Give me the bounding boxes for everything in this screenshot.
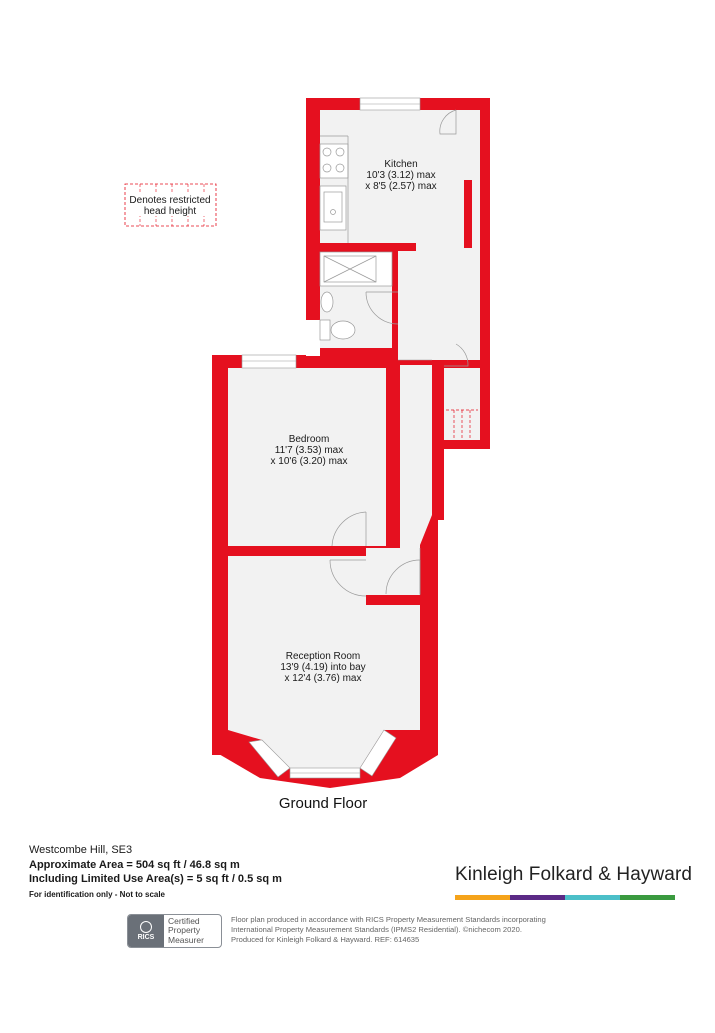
disclaimer-line-2: International Property Measurement Stand… xyxy=(231,925,522,934)
wash-basin xyxy=(320,291,334,313)
reception-dim1: 13'9 (4.19) into bay xyxy=(280,662,365,673)
interior-walls xyxy=(212,180,472,670)
bedroom-window xyxy=(241,354,297,369)
brand-bar-orange xyxy=(455,895,510,900)
rics-line-1: Certified xyxy=(168,915,200,926)
rics-line-3: Measurer xyxy=(168,934,204,945)
floor-title: Ground Floor xyxy=(279,795,367,812)
property-info: Westcombe Hill, SE3 Approximate Area = 5… xyxy=(29,843,282,901)
bedroom-name: Bedroom xyxy=(289,434,330,445)
legend-text-1: Denotes restricted xyxy=(129,195,210,206)
hall-upper xyxy=(398,246,480,360)
bay-window-left xyxy=(248,739,291,778)
scale-note: For identification only - Not to scale xyxy=(29,889,166,899)
hob-ring-icon xyxy=(322,147,332,157)
corridor-door-arc xyxy=(385,559,421,595)
approx-area: Approximate Area = 504 sq ft / 46.8 sq m xyxy=(29,858,240,871)
reception-name: Reception Room xyxy=(286,651,360,662)
brand-bar-teal xyxy=(565,895,620,900)
rics-certified-badge: RICS Certified Property Measurer xyxy=(127,914,222,948)
stairs xyxy=(446,409,478,440)
rics-logo-text: RICS xyxy=(137,934,155,941)
hob-ring-icon xyxy=(335,147,345,157)
hob-ring-icon xyxy=(322,163,332,173)
bay-window-right xyxy=(359,729,397,777)
disclaimer-line-1: Floor plan produced in accordance with R… xyxy=(231,915,546,924)
floor-plan: Denotes restricted head height xyxy=(124,97,490,812)
reception-door-arc xyxy=(329,559,367,597)
reception-dim2: x 12'4 (3.76) max xyxy=(285,673,362,684)
limited-use-area: Including Limited Use Area(s) = 5 sq ft … xyxy=(29,873,282,885)
reception-floor xyxy=(228,556,420,768)
toilet-bowl xyxy=(330,320,356,340)
rics-emblem-icon xyxy=(140,921,152,933)
property-address: Westcombe Hill, SE3 xyxy=(29,844,133,856)
brand-bar-purple xyxy=(510,895,565,900)
kitchen-name: Kitchen xyxy=(384,159,417,170)
bedroom-floor xyxy=(228,368,386,546)
disclaimer-line-3: Produced for Kinleigh Folkard & Hayward.… xyxy=(231,935,420,944)
sink-drain-icon xyxy=(330,209,336,215)
kitchen-cupboard-door xyxy=(439,109,457,135)
legend-dashed-box xyxy=(124,183,217,227)
disclaimer: Floor plan produced in accordance with R… xyxy=(231,915,576,945)
bedroom-dim2: x 10'6 (3.20) max xyxy=(271,456,348,467)
cupboard-floor xyxy=(444,368,480,440)
bathroom-door-arc xyxy=(365,291,399,325)
brand-name: Kinleigh Folkard & Hayward xyxy=(455,864,693,885)
cupboard-door-arc xyxy=(444,343,469,367)
restricted-height-legend: Denotes restricted head height xyxy=(124,183,217,227)
corridor-floor xyxy=(366,365,432,595)
brand-color-bar xyxy=(455,895,675,900)
hob-ring-icon xyxy=(335,163,345,173)
brand-bar-green xyxy=(620,895,675,900)
bathroom-fixtures xyxy=(319,251,393,341)
doors xyxy=(329,109,469,597)
bedroom-dim1: 11'7 (3.53) max xyxy=(275,445,343,456)
room-labels: Kitchen 10'3 (3.12) max x 8'5 (2.57) max… xyxy=(271,159,437,684)
windows xyxy=(241,97,421,779)
bedroom-door-arc xyxy=(331,511,367,547)
toilet-cistern xyxy=(319,319,331,341)
legend-text-2: head height xyxy=(144,206,196,217)
rics-logo: RICS xyxy=(128,915,164,947)
kitchen-dim2: x 8'5 (2.57) max xyxy=(365,181,436,192)
kitchen-fixtures xyxy=(319,135,349,243)
kitchen-dim1: 10'3 (3.12) max xyxy=(366,170,435,181)
rics-line-2: Property xyxy=(168,925,201,936)
